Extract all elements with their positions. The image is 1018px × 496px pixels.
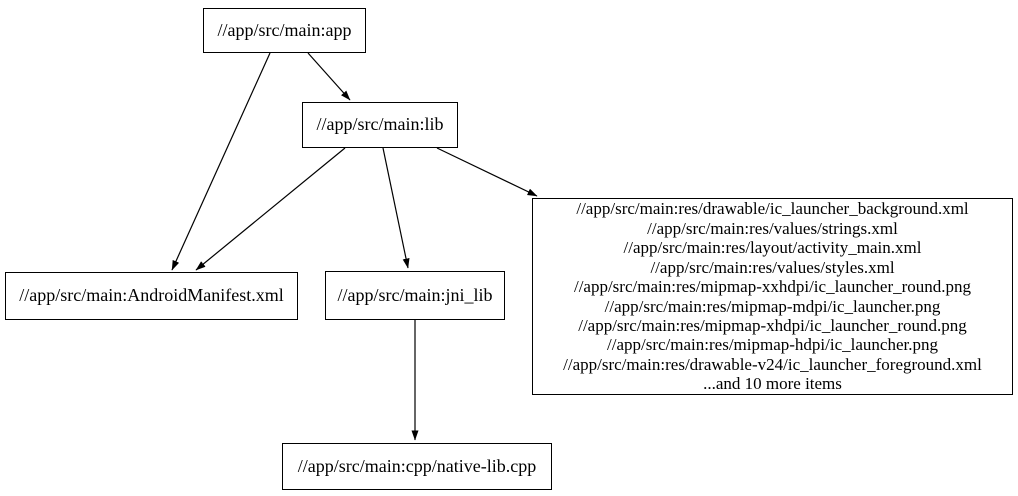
node-app: //app/src/main:app bbox=[203, 8, 366, 53]
res-group-line: //app/src/main:res/values/strings.xml bbox=[647, 218, 898, 238]
res-group-line: //app/src/main:res/mipmap-xhdpi/ic_launc… bbox=[578, 315, 967, 335]
node-native-lib-label: //app/src/main:cpp/native-lib.cpp bbox=[297, 455, 537, 476]
res-group-line: //app/src/main:res/mipmap-xxhdpi/ic_laun… bbox=[573, 277, 972, 297]
res-group-line: //app/src/main:res/values/styles.xml bbox=[650, 257, 895, 277]
edge-lib-to-jni-lib bbox=[382, 147, 410, 269]
node-res-group: //app/src/main:res/drawable/ic_launcher_… bbox=[532, 198, 1013, 395]
node-lib: //app/src/main:lib bbox=[302, 102, 458, 148]
res-group-line: //app/src/main:res/drawable-v24/ic_launc… bbox=[563, 354, 982, 374]
node-app-label: //app/src/main:app bbox=[217, 19, 352, 40]
res-group-more-items: ...and 10 more items bbox=[703, 374, 842, 394]
node-android-manifest-label: //app/src/main:AndroidManifest.xml bbox=[19, 285, 284, 306]
edge-lib-to-manifest bbox=[195, 147, 346, 271]
res-group-line: //app/src/main:res/layout/activity_main.… bbox=[623, 238, 922, 258]
node-lib-label: //app/src/main:lib bbox=[316, 114, 444, 135]
res-group-line: //app/src/main:res/mipmap-mdpi/ic_launch… bbox=[604, 296, 941, 316]
node-android-manifest: //app/src/main:AndroidManifest.xml bbox=[5, 272, 298, 320]
node-jni-lib-label: //app/src/main:jni_lib bbox=[337, 284, 493, 305]
res-group-line: //app/src/main:res/mipmap-hdpi/ic_launch… bbox=[607, 335, 938, 355]
res-group-line: //app/src/main:res/drawable/ic_launcher_… bbox=[576, 199, 969, 219]
edge-app-to-lib bbox=[307, 52, 351, 101]
edge-lib-to-res-group bbox=[436, 147, 538, 197]
node-jni-lib: //app/src/main:jni_lib bbox=[325, 271, 505, 320]
node-native-lib: //app/src/main:cpp/native-lib.cpp bbox=[282, 443, 552, 490]
edge-app-to-manifest bbox=[171, 52, 271, 271]
